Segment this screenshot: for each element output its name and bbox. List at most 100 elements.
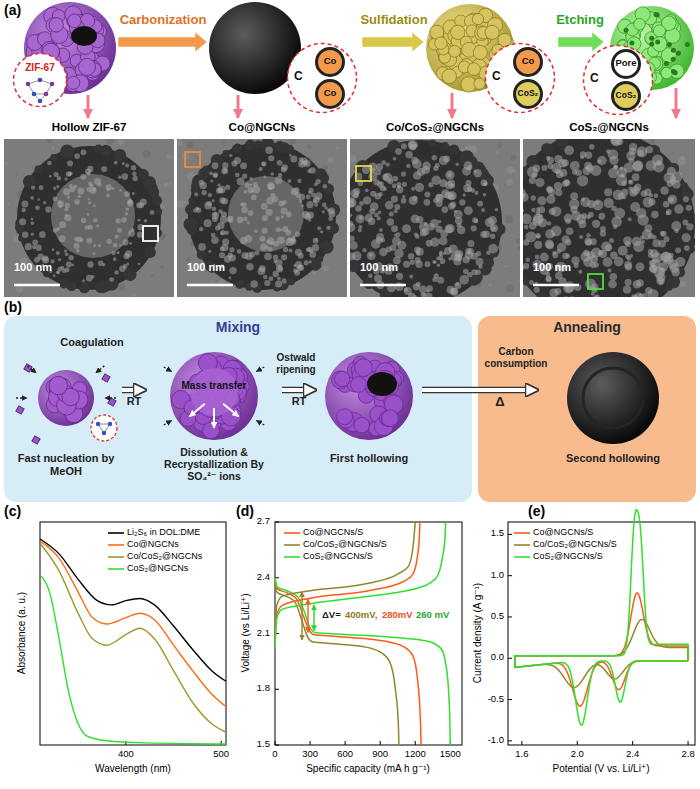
tem-pore <box>617 167 627 177</box>
tem-pore <box>56 185 59 188</box>
process-stage: Mass transferDissolution & Recrystalliza… <box>148 350 280 498</box>
tem-pore <box>322 210 325 213</box>
step-label: Sulfidation <box>360 13 427 28</box>
tem-pore <box>22 232 29 239</box>
tem-pore <box>465 248 471 254</box>
tem-rim <box>102 146 112 156</box>
tem-pore <box>218 187 224 193</box>
tem-pore <box>86 275 93 282</box>
tem-pore <box>320 230 323 233</box>
tem-pore <box>555 272 563 280</box>
tem-pore <box>247 187 254 194</box>
tem-pore <box>554 288 561 295</box>
tem-pore <box>465 180 471 186</box>
tem-rim <box>449 145 459 155</box>
tem-pore <box>403 261 410 268</box>
particle-outline <box>613 83 640 110</box>
pore-hole <box>649 41 654 46</box>
particle-bump <box>351 377 367 393</box>
tem-pore <box>292 238 296 242</box>
tem-pore <box>355 205 362 212</box>
tem-pore <box>604 198 614 208</box>
pore-hole <box>671 48 676 53</box>
scale-bar <box>187 284 233 287</box>
tem-pore <box>637 150 644 157</box>
tem-pore <box>562 253 569 260</box>
tem-background <box>177 139 347 297</box>
tem-pore <box>118 175 121 178</box>
tick-label: 1.6 <box>515 749 528 760</box>
zoom-outline <box>288 44 357 113</box>
tem-pore <box>369 253 373 257</box>
tick-label: 0.5 <box>491 611 504 622</box>
flow-arrow <box>256 367 264 372</box>
tem-pore <box>247 221 250 224</box>
tem-pore <box>386 246 392 252</box>
tick-label: 1.5 <box>257 739 270 750</box>
tem-pore <box>574 263 579 268</box>
tem-pore <box>47 161 52 166</box>
tick-label: 300 <box>302 749 318 760</box>
tem-pore <box>523 239 529 245</box>
tem-pore <box>546 276 552 282</box>
tem-pore <box>262 215 268 221</box>
tick-label: 2.0 <box>571 749 584 760</box>
tem-pore <box>440 230 448 238</box>
particle-bump <box>49 18 63 32</box>
node-text: C <box>492 70 501 84</box>
tem-pore <box>391 195 398 202</box>
tem-pore <box>112 187 115 190</box>
tem-pore <box>220 247 225 252</box>
tem-grain <box>510 155 516 161</box>
tem-background <box>4 139 174 297</box>
particle-bump <box>49 376 67 394</box>
process-note: Coagulation <box>60 336 124 349</box>
tem-pore <box>250 280 258 288</box>
tem-pore <box>647 289 658 297</box>
tem-pore <box>608 280 617 289</box>
flow-arrow <box>164 421 172 426</box>
tem-pore <box>350 252 355 260</box>
axis-title: Potential (V vs. Li/Li⁺) <box>553 763 650 775</box>
tem-pore <box>350 214 352 218</box>
flow-arrow <box>105 397 116 398</box>
process-arrow <box>558 32 604 52</box>
tem-pore <box>405 151 412 158</box>
axis-tick <box>508 534 512 535</box>
tem-pore <box>119 189 121 191</box>
axis-tick <box>275 689 279 690</box>
tem-pore <box>439 237 448 246</box>
tem-pore <box>58 258 61 261</box>
particle-bump <box>337 409 353 425</box>
tem-pore <box>608 268 612 272</box>
particle-bump <box>79 58 96 75</box>
tem-pore <box>409 196 418 205</box>
tem-pore <box>481 208 485 212</box>
tem-pore <box>212 207 217 212</box>
tem-rim <box>152 194 159 201</box>
node-text: Co/CoS₂@NGCNs <box>352 121 518 134</box>
tem-pore <box>523 214 532 225</box>
tem-grain <box>307 144 312 149</box>
tem-pore <box>264 253 272 261</box>
tem-pore <box>213 212 217 216</box>
tem-pore <box>639 294 643 297</box>
tick-label: -0.5 <box>488 694 504 705</box>
tem-pore <box>127 200 134 207</box>
tem-pore <box>582 139 587 140</box>
pore-hole <box>629 41 634 46</box>
tick-label: 400 <box>118 749 134 760</box>
tem-pore <box>281 215 284 218</box>
tem-pore <box>568 296 577 297</box>
process-stage: First hollowing <box>318 350 420 498</box>
tem-pore <box>45 206 51 212</box>
process-arrow <box>122 388 146 392</box>
pore-hole <box>655 39 660 44</box>
data-curve <box>275 578 450 745</box>
tem-pore <box>674 228 679 233</box>
tem-pore <box>467 272 472 277</box>
tem-pore <box>88 198 90 200</box>
particle-bump <box>661 67 673 79</box>
tem-pore <box>437 277 444 284</box>
